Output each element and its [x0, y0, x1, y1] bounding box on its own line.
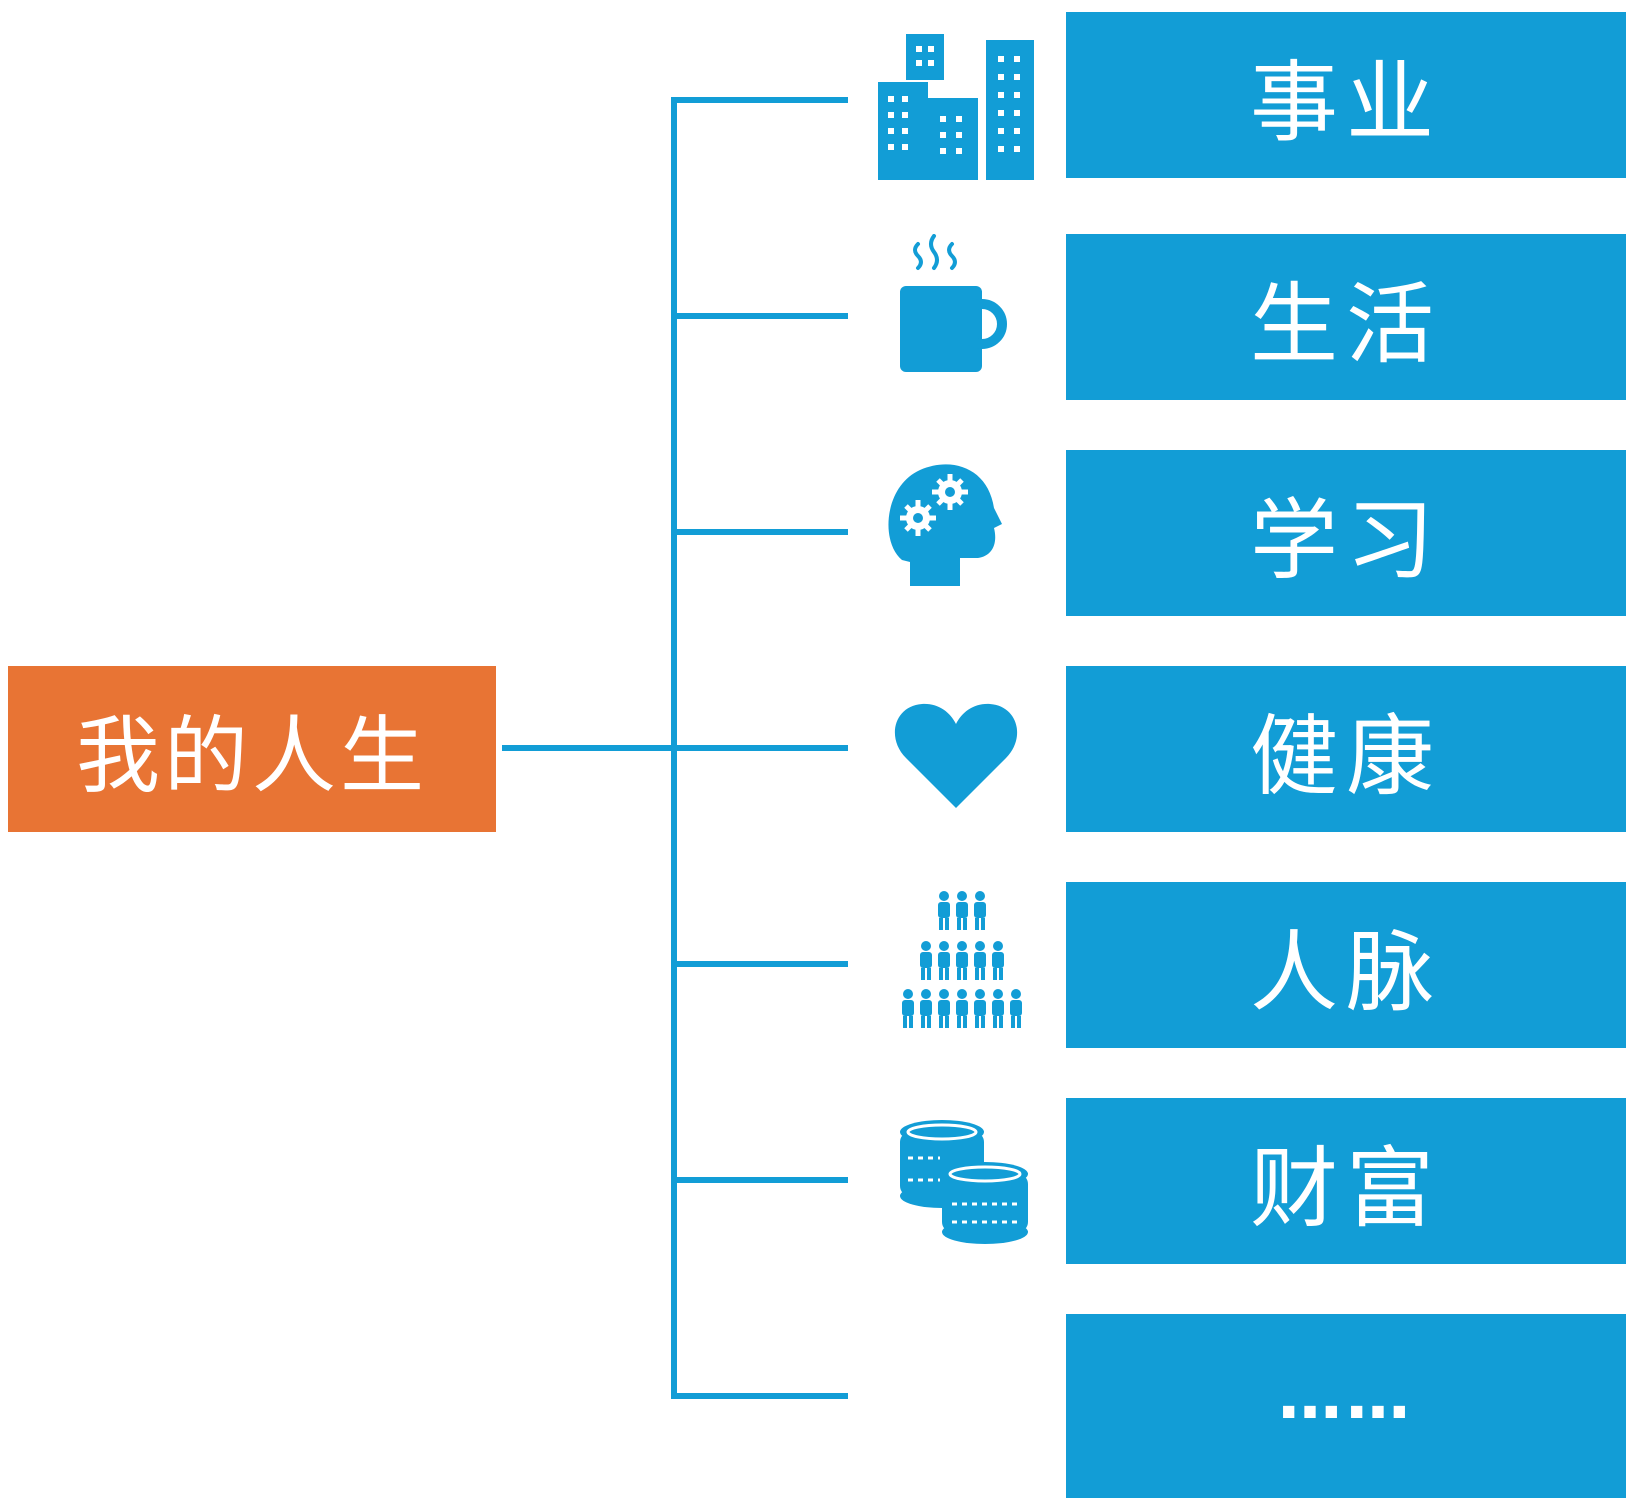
branch-label: 人脉 [1249, 920, 1442, 1024]
branch-label: 事业 [1249, 50, 1442, 154]
head-gears-icon [876, 456, 1036, 616]
branch-label: 学习 [1249, 488, 1442, 592]
branch-learning: 学习 [1066, 450, 1626, 616]
branch-label: …… [1278, 1360, 1414, 1434]
branch-label: 财富 [1249, 1136, 1442, 1240]
coffee-cup-icon [876, 234, 1036, 394]
branch-life: 生活 [1066, 234, 1626, 400]
branch-connections: 人脉 [1066, 882, 1626, 1048]
branch-health: 健康 [1066, 666, 1626, 832]
branch-career: 事业 [1066, 12, 1626, 178]
heart-icon [876, 688, 1036, 848]
root-label: 我的人生 [75, 706, 428, 805]
root-node: 我的人生 [8, 666, 496, 832]
people-pyramid-icon [876, 886, 1036, 1046]
buildings-icon [876, 26, 1036, 186]
branch-wealth: 财富 [1066, 1098, 1626, 1264]
coins-icon [876, 1114, 1036, 1274]
branch-label: 健康 [1249, 704, 1442, 808]
branch-more: …… [1066, 1314, 1626, 1498]
branch-label: 生活 [1249, 272, 1442, 376]
